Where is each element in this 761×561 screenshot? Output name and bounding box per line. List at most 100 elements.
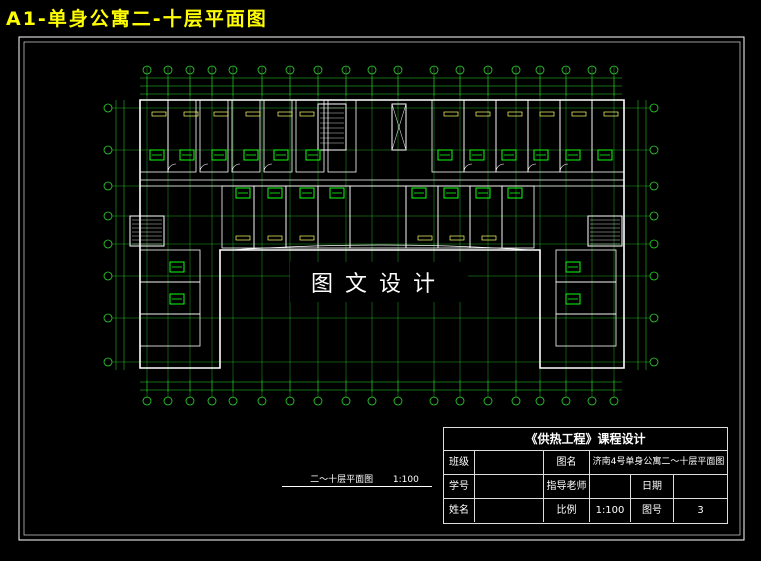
canopy-arc <box>231 244 531 251</box>
fixture <box>299 187 315 199</box>
value-class <box>475 451 544 474</box>
value-name <box>475 499 544 522</box>
axis-bubble <box>207 65 217 75</box>
axis-bubble <box>429 65 439 75</box>
axis-bubble <box>393 65 403 75</box>
room-middle-left <box>317 185 351 249</box>
axis-bubble <box>285 396 295 406</box>
axis-bubble <box>561 396 571 406</box>
axis-bubble <box>511 65 521 75</box>
plan-name: 二～十层平面图 <box>310 475 374 485</box>
room-top-left <box>199 99 229 173</box>
axis-bubble <box>535 65 545 75</box>
axis-bubble <box>185 396 195 406</box>
axis-bubble <box>103 145 113 155</box>
axis-bubble <box>455 396 465 406</box>
fixture <box>243 149 259 161</box>
axis-bubble <box>483 65 493 75</box>
value-scale: 1:100 <box>590 499 631 522</box>
room-tag <box>417 235 433 241</box>
fixture <box>565 293 581 305</box>
label-name: 姓名 <box>444 499 475 522</box>
axis-bubble <box>257 65 267 75</box>
room-right-wing <box>555 313 617 347</box>
value-sheet-number: 3 <box>697 505 704 516</box>
title-block: 《供热工程》课程设计 班级 图名 济南4号单身公寓二～十层平面图 学号 指导老师… <box>443 427 728 524</box>
axis-bubble <box>257 396 267 406</box>
axis-bubble <box>313 396 323 406</box>
room-top-left <box>139 99 169 173</box>
page-title: A1-单身公寓二-十层平面图 <box>6 8 268 30</box>
axis-bubble <box>393 396 403 406</box>
room-top-right <box>495 99 529 173</box>
fixture <box>475 187 491 199</box>
axis-bubble <box>207 396 217 406</box>
axis-bubble <box>103 271 113 281</box>
label-drawing-name: 图名 <box>544 451 590 474</box>
door-swing <box>231 163 241 173</box>
room-top-right <box>431 99 465 173</box>
axis-bubble <box>649 313 659 323</box>
room-tag <box>443 111 459 117</box>
room-tag <box>299 235 315 241</box>
axis-bubble <box>228 396 238 406</box>
title-block-row: 姓名 比例 1:100 图号 3 <box>444 499 727 522</box>
door-swing <box>199 163 209 173</box>
sheet-frame-inner <box>23 41 741 536</box>
fixture <box>411 187 427 199</box>
axis-bubble <box>429 396 439 406</box>
room-tag <box>449 235 465 241</box>
room-left-wing <box>139 313 201 347</box>
room-tag <box>475 111 491 117</box>
fixture <box>469 149 485 161</box>
fixture <box>305 149 321 161</box>
axis-bubble <box>535 396 545 406</box>
axis-bubble <box>483 396 493 406</box>
elevator-x <box>391 103 407 151</box>
axis-bubble <box>228 65 238 75</box>
axis-bubble <box>103 211 113 221</box>
fixture <box>501 149 517 161</box>
room-tag <box>213 111 229 117</box>
value-date <box>674 475 727 498</box>
room-top-left <box>263 99 293 173</box>
axis-bubble <box>455 65 465 75</box>
axis-bubble <box>609 396 619 406</box>
label-date: 日期 <box>631 475 674 498</box>
room-top-left <box>295 99 325 173</box>
title-block-heading: 《供热工程》课程设计 <box>444 428 727 451</box>
fixture <box>179 149 195 161</box>
plan-label-underline <box>282 486 432 487</box>
axis-bubble <box>561 65 571 75</box>
axis-bubble <box>313 65 323 75</box>
axis-bubble <box>587 396 597 406</box>
fixture <box>565 149 581 161</box>
axis-bubble <box>142 65 152 75</box>
fixture <box>211 149 227 161</box>
room-tag <box>235 235 251 241</box>
room-middle-left <box>221 185 255 249</box>
axis-bubble <box>649 145 659 155</box>
room-middle-left <box>285 185 319 249</box>
fixture <box>169 261 185 273</box>
axis-bubble <box>103 103 113 113</box>
axis-bubble <box>609 65 619 75</box>
fixture <box>267 187 283 199</box>
room-tag <box>571 111 587 117</box>
stair-right-wing <box>587 215 623 247</box>
room-top-right <box>591 99 625 173</box>
fixture <box>273 149 289 161</box>
axis-bubble <box>185 65 195 75</box>
fixture <box>443 187 459 199</box>
room-tag <box>481 235 497 241</box>
value-advisor <box>590 475 631 498</box>
axis-bubble <box>103 357 113 367</box>
fixture <box>533 149 549 161</box>
room-tag <box>539 111 555 117</box>
stair-left-wing <box>129 215 165 247</box>
axis-bubble <box>341 65 351 75</box>
axis-bubble <box>649 181 659 191</box>
room-tag <box>603 111 619 117</box>
